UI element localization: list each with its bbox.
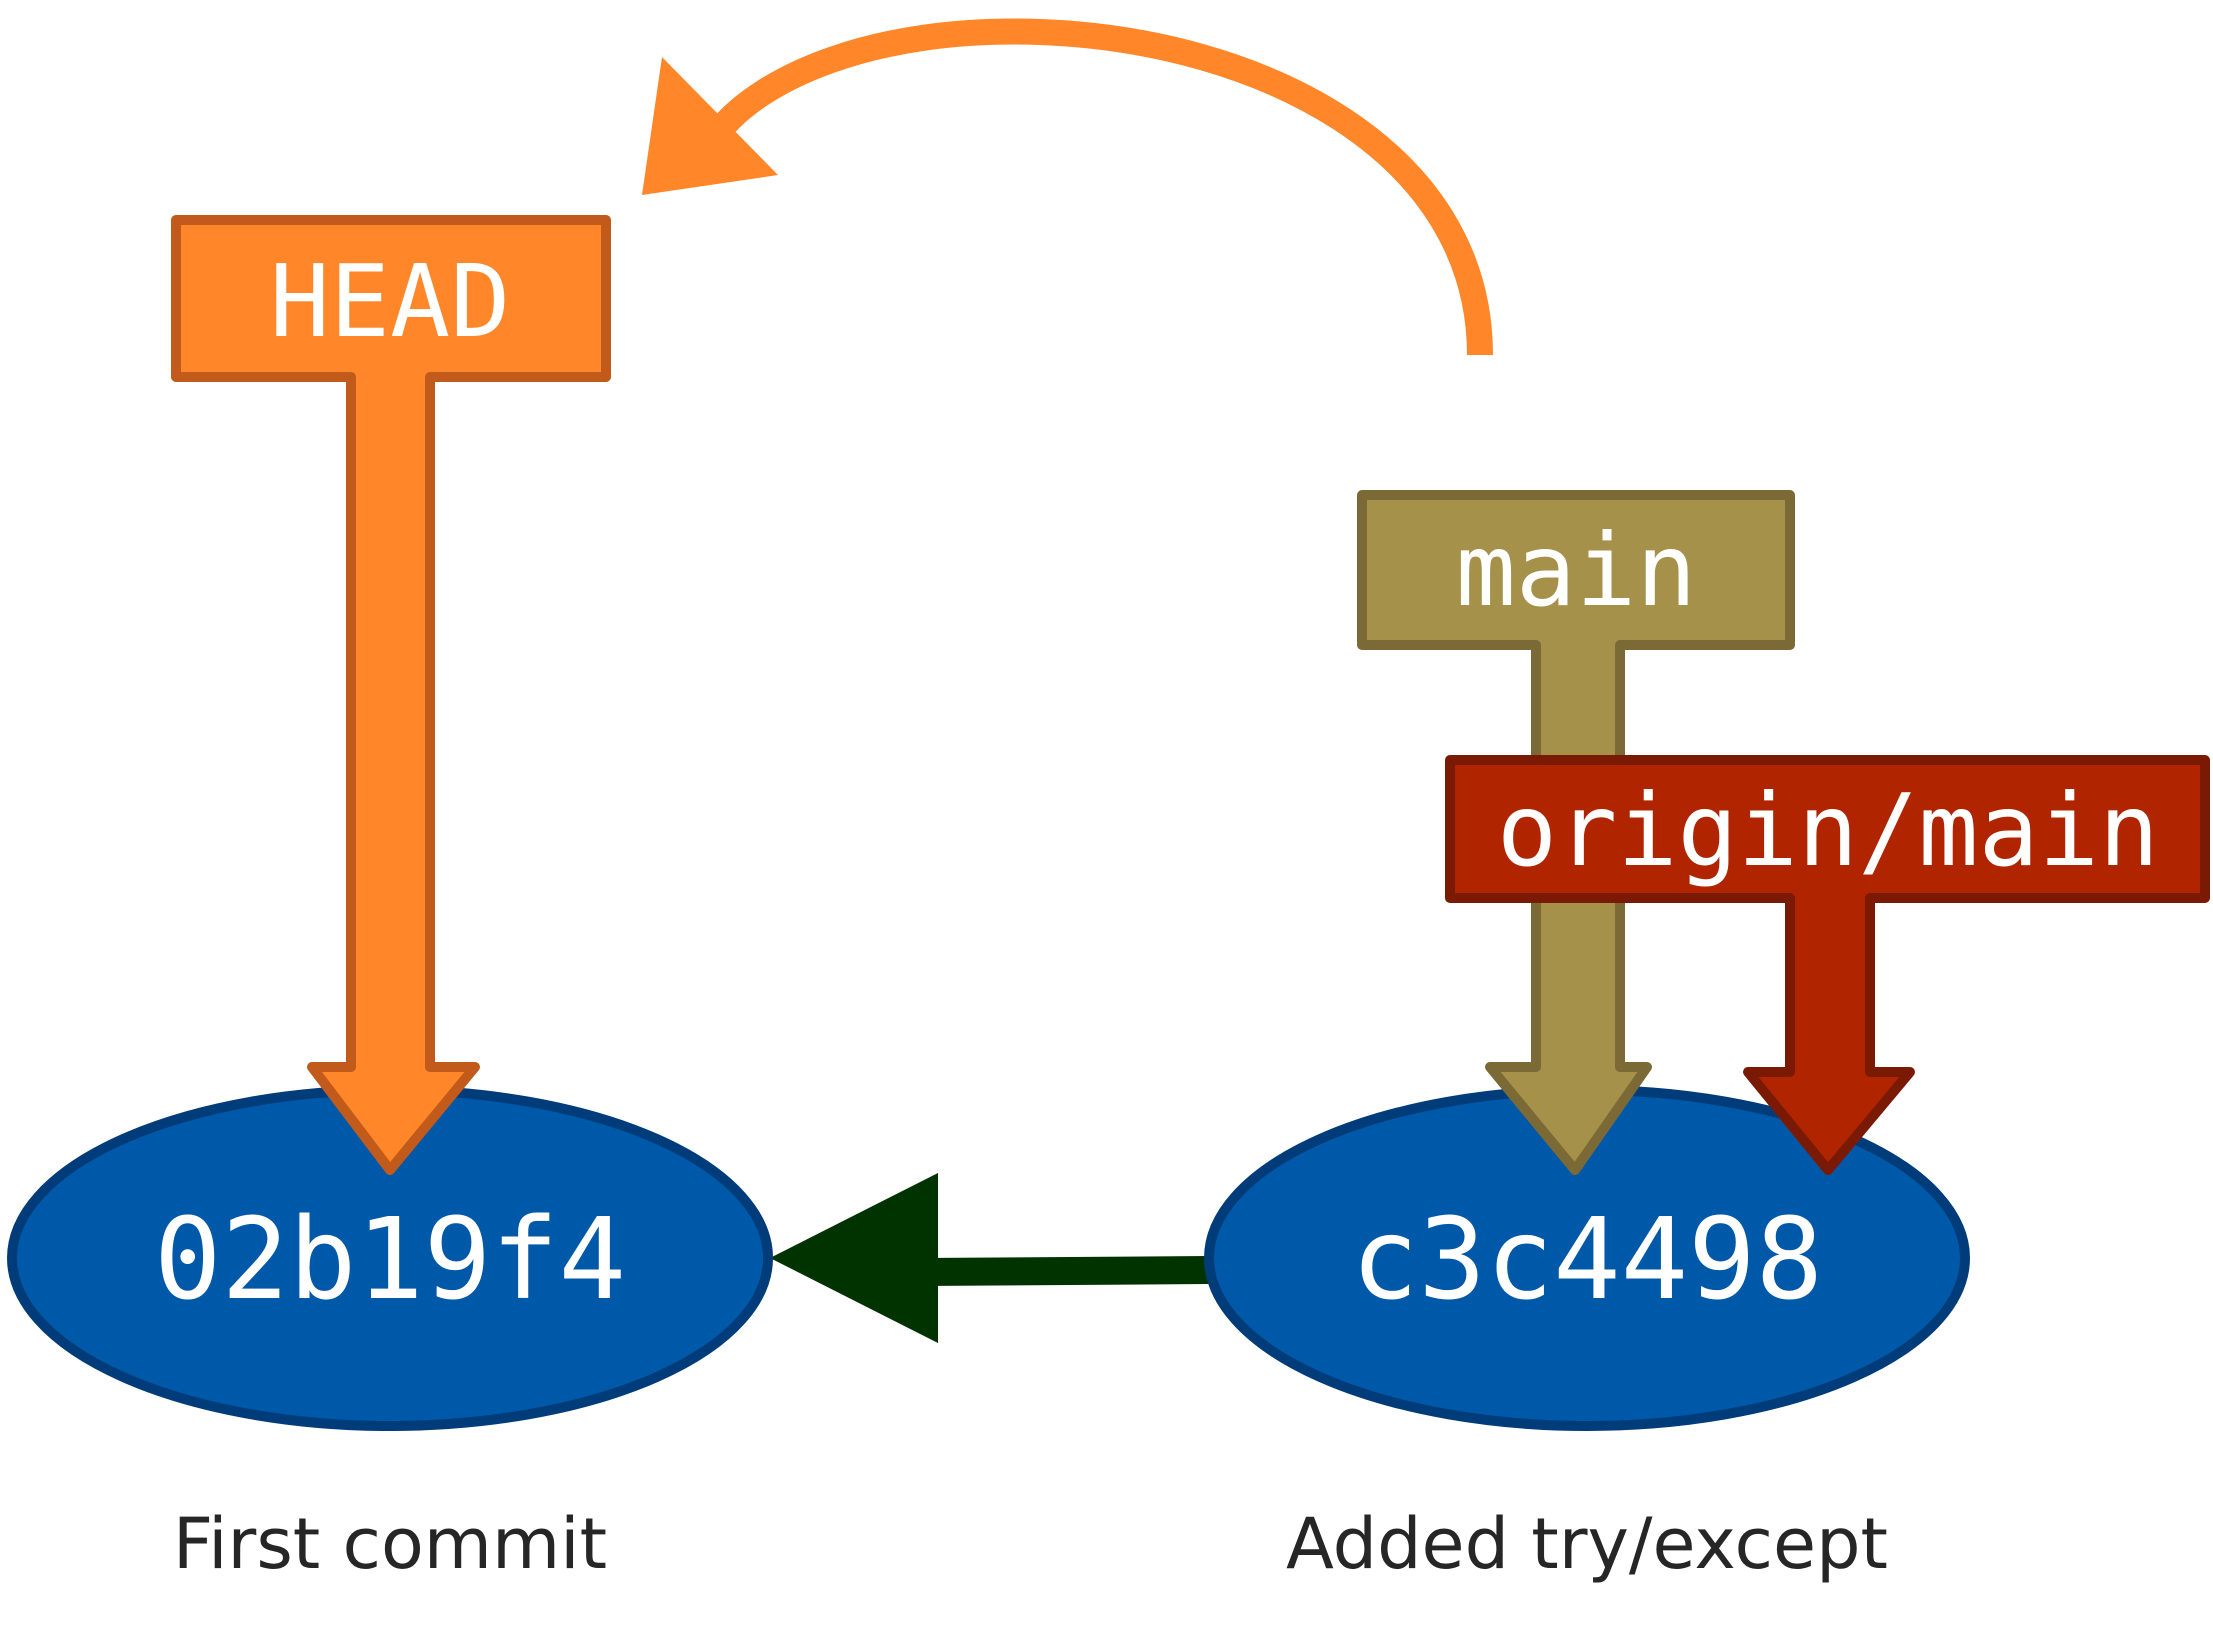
parent-link-arrow-shaft xyxy=(919,1256,1209,1286)
commit-message-c3c4498: Added try/except xyxy=(1286,1503,1888,1585)
head-move-arrow-curve xyxy=(709,18,1493,356)
commit-node-c3c4498: c3c4498 xyxy=(1204,1085,1970,1431)
commit-node-02b19f4: 02b19f4 xyxy=(7,1085,773,1431)
head-move-arrow xyxy=(642,18,1493,356)
commit-message-02b19f4: First commit xyxy=(173,1503,607,1585)
head-pointer-shape xyxy=(171,215,611,1175)
head-pointer-label: HEAD xyxy=(270,243,511,360)
main-pointer-label: main xyxy=(1456,512,1697,629)
head-pointer: HEAD xyxy=(171,215,611,1175)
origin-main-pointer: origin/main xyxy=(1445,755,2210,1175)
commit-id-label: c3c4498 xyxy=(1351,1195,1823,1325)
commit-id-label: 02b19f4 xyxy=(154,1195,626,1325)
origin-main-pointer-shape xyxy=(1445,755,2210,1175)
origin-main-pointer-label: origin/main xyxy=(1497,772,2159,889)
parent-link-arrow xyxy=(770,1173,1209,1343)
head-move-arrow-head xyxy=(642,57,778,195)
parent-link-arrow-head xyxy=(770,1173,938,1343)
